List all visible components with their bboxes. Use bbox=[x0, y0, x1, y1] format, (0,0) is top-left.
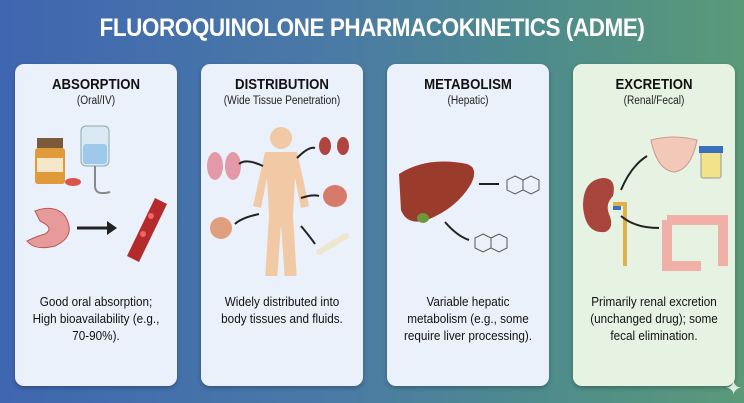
card-subheading: (Oral/IV) bbox=[76, 95, 116, 107]
card-description: Good oral absorption; High bioavailabili… bbox=[32, 294, 160, 343]
molecule-icon bbox=[506, 175, 540, 195]
arrow-icon bbox=[234, 146, 320, 245]
absorption-card: ABSORPTION (Oral/IV) Good oral absorptio… bbox=[15, 64, 177, 386]
card-heading: ABSORPTION bbox=[51, 76, 140, 93]
lungs-icon bbox=[207, 152, 241, 180]
card-subheading: (Hepatic) bbox=[447, 95, 489, 107]
bladder-icon bbox=[210, 217, 232, 239]
sparkle-icon: ✦ bbox=[725, 378, 742, 400]
kidneys-icon bbox=[319, 137, 349, 155]
urine-cup-icon bbox=[699, 146, 723, 179]
arrow-icon bbox=[620, 155, 660, 229]
prostate-icon bbox=[323, 185, 347, 207]
metabolism-card: METABOLISM (Hepatic) Variable hepatic me… bbox=[387, 64, 549, 386]
distribution-card: DISTRIBUTION (Wide Tissue Penetration) W… bbox=[201, 64, 363, 386]
metabolism-illustration bbox=[399, 161, 540, 253]
excretion-illustration bbox=[583, 136, 728, 271]
iv-bag-icon bbox=[80, 125, 111, 195]
card-description: Primarily renal excretion (unchanged dru… bbox=[590, 294, 718, 343]
distribution-illustration bbox=[207, 127, 349, 276]
excretion-card: EXCRETION (Renal/Fecal) Primarily renal … bbox=[573, 64, 735, 386]
card-heading: EXCRETION bbox=[615, 76, 693, 93]
blood-vessel-icon bbox=[127, 198, 167, 262]
pill-bottle-icon bbox=[35, 138, 81, 186]
stomach-icon bbox=[26, 207, 70, 249]
card-subheading: (Wide Tissue Penetration) bbox=[223, 95, 341, 107]
card-heading: DISTRIBUTION bbox=[235, 76, 329, 93]
page-title: FLUOROQUINOLONE PHARMACOKINETICS (ADME) bbox=[99, 14, 645, 42]
card-subheading: (Renal/Fecal) bbox=[623, 95, 685, 107]
bladder-icon bbox=[650, 136, 698, 173]
human-body-icon bbox=[253, 127, 309, 276]
card-description: Widely distributed into body tissues and… bbox=[221, 294, 343, 326]
molecule-icon bbox=[474, 233, 508, 253]
card-heading: METABOLISM bbox=[424, 76, 512, 93]
arrow-icon bbox=[77, 221, 117, 235]
liver-icon bbox=[399, 161, 475, 223]
absorption-illustration bbox=[26, 125, 167, 262]
kidney-icon bbox=[583, 178, 627, 266]
arrow-icon bbox=[444, 183, 499, 241]
bone-icon bbox=[316, 233, 349, 255]
card-description: Variable hepatic metabolism (e.g., some … bbox=[403, 294, 533, 343]
intestine-icon bbox=[662, 215, 728, 271]
